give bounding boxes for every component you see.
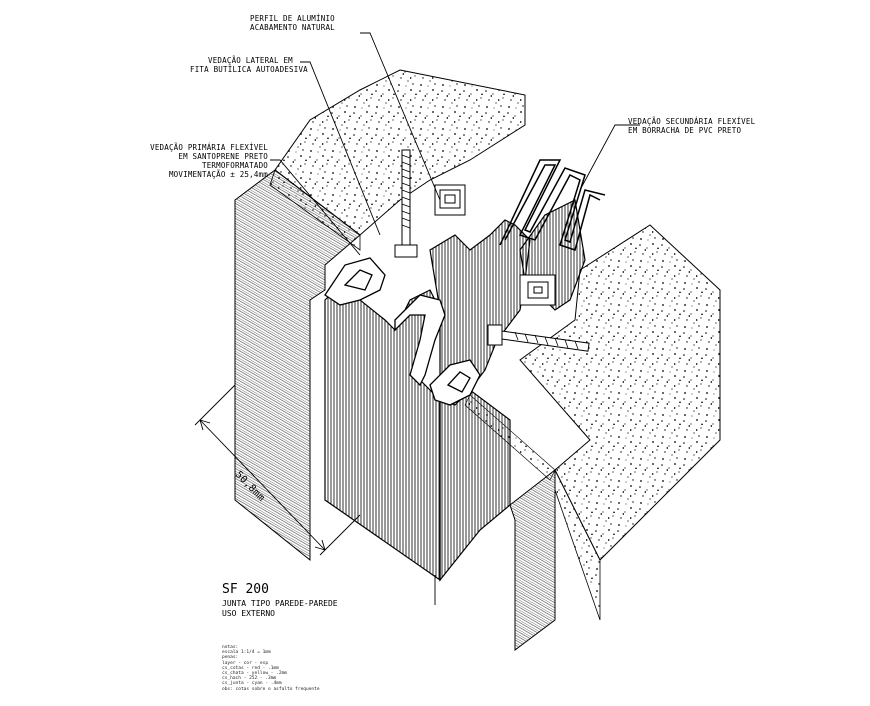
label-secundaria-line1: VEDAÇÃO SECUNDÁRIA FLEXÍVEL [628, 117, 756, 126]
label-perfil-line2: ACABAMENTO NATURAL [250, 23, 335, 32]
brick-wall-left [234, 169, 361, 562]
notes-line: cs_junta - cyan - .4mm [222, 681, 282, 687]
label-perfil: PERFIL DE ALUMÍNIO ACABAMENTO NATURAL [250, 14, 335, 32]
drawing-title-line2: USO EXTERNO [222, 609, 275, 618]
notes-line: cs_hach - 252 - .3mm [222, 676, 277, 682]
fastener-right [487, 324, 590, 352]
label-lateral-line2: FITA BUTÍLICA AUTOADESIVA [190, 65, 308, 74]
label-primaria-line4: MOVIMENTAÇÃO ± 25,4mm [168, 170, 268, 179]
fastener-left [394, 149, 418, 258]
notes-line: layer - cor - esp [222, 660, 269, 666]
label-lateral: VEDAÇÃO LATERAL EM FITA BUTÍLICA AUTOADE… [190, 56, 308, 74]
label-primaria-line1: VEDAÇÃO PRIMÁRIA FLEXÍVEL [150, 143, 268, 152]
drawing-title-line1: JUNTA TIPO PAREDE-PAREDE [222, 599, 338, 608]
drawing-code: SF 200 [222, 582, 269, 597]
label-primaria: VEDAÇÃO PRIMÁRIA FLEXÍVEL EM SANTOPRENE … [150, 143, 268, 179]
leader-lines [270, 32, 640, 256]
notes-line: notas: [222, 645, 239, 650]
label-primaria-line2: EM SANTOPRENE PRETO [178, 152, 268, 161]
notes-line: penas: [222, 655, 239, 661]
label-secundaria: VEDAÇÃO SECUNDÁRIA FLEXÍVEL EM BORRACHA … [628, 117, 755, 135]
label-secundaria-line2: EM BORRACHA DE PVC PRETO [628, 126, 742, 135]
dimension-line [194, 200, 436, 605]
label-lateral-line1: VEDAÇÃO LATERAL EM [208, 56, 293, 65]
notes-block: notas: escala 1:1/4 = 1mm penas: layer -… [222, 645, 320, 692]
brick-wall-right [509, 468, 556, 651]
label-primaria-line3: TERMOFORMATADO [201, 161, 268, 170]
notes-line: cs_chata - yellow - .2mm [222, 671, 288, 677]
label-perfil-line1: PERFIL DE ALUMÍNIO [250, 14, 335, 23]
aluminium-profile [324, 199, 586, 582]
profile-clips [434, 184, 556, 306]
secondary-seal [499, 159, 606, 251]
notes-line: cs_cotas - red - .1mm [222, 665, 279, 671]
primary-seal [324, 257, 481, 406]
notes-line: obs: cotas sobre o asfalto frequente [222, 686, 320, 692]
notes-line: escala 1:1/4 = 1mm [222, 650, 271, 656]
